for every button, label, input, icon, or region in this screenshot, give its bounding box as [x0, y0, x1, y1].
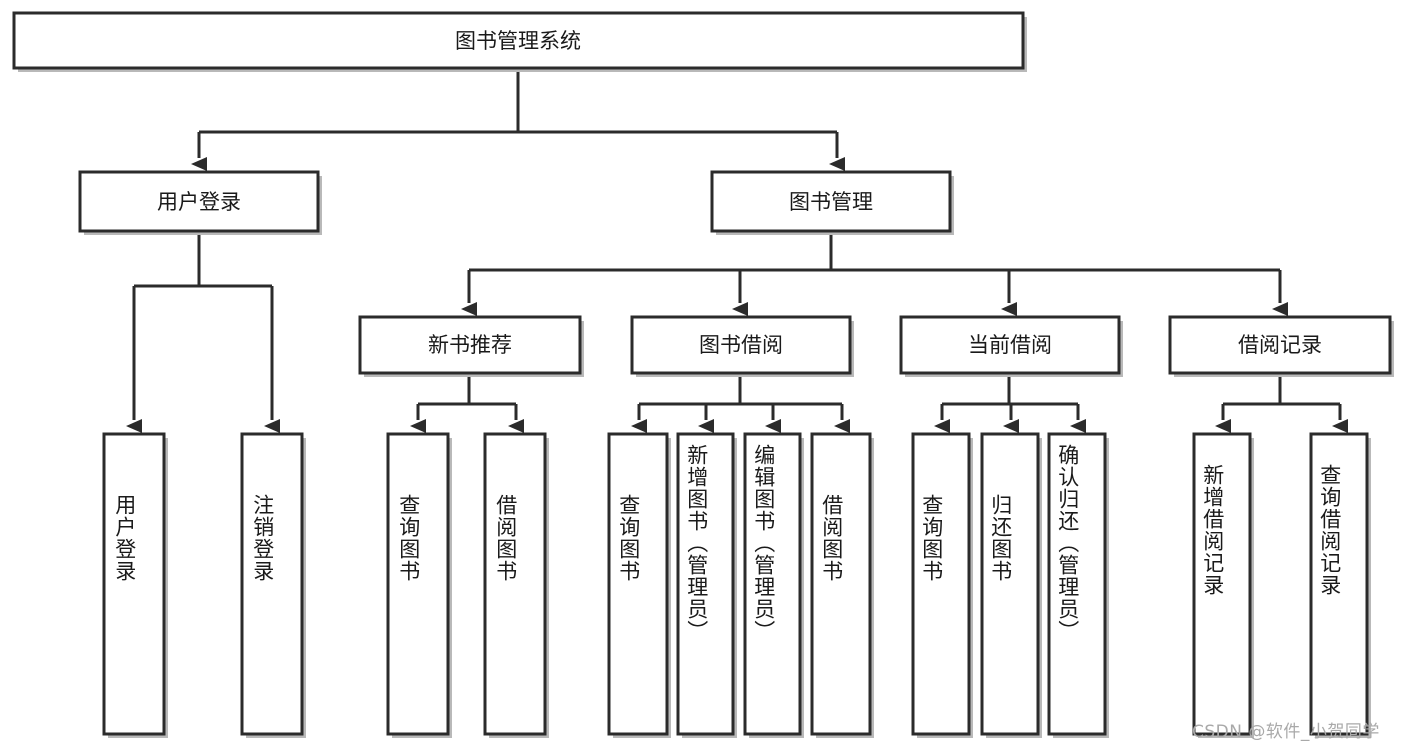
node-leaf-current-query-book[interactable] — [911, 432, 973, 738]
node-current-borrow-label: 当前借阅 — [968, 333, 1052, 357]
connector-group-new-book-recommend — [410, 373, 524, 433]
node-leaf-record-query[interactable] — [1309, 432, 1371, 738]
connector-group-current-borrow — [934, 373, 1086, 433]
node-leaf-record-add[interactable] — [1192, 432, 1254, 738]
node-book-borrow-label: 图书借阅 — [699, 333, 783, 357]
node-leaf-current-confirm-return[interactable] — [1047, 432, 1109, 738]
connector-group-book-manage — [461, 231, 1288, 316]
node-leaf-borrow-query-book[interactable] — [607, 432, 671, 738]
node-leaf-user-login[interactable] — [102, 432, 168, 738]
connector-group-book-borrow — [631, 373, 850, 433]
node-leaf-recommend-query-book[interactable] — [386, 432, 452, 738]
node-leaf-recommend-borrow-book[interactable] — [483, 432, 549, 738]
node-root-label: 图书管理系统 — [455, 29, 581, 53]
node-user-login[interactable]: 用户登录 — [78, 170, 322, 235]
connector-group-user-login — [126, 231, 280, 433]
node-borrow-record[interactable]: 借阅记录 — [1168, 315, 1394, 377]
node-user-login-label: 用户登录 — [157, 190, 241, 214]
node-new-book-recommend-label: 新书推荐 — [428, 333, 512, 357]
node-leaf-borrow-edit-book[interactable] — [743, 432, 804, 738]
node-leaf-borrow-add-book[interactable] — [676, 432, 737, 738]
node-leaf-current-return-book[interactable] — [980, 432, 1042, 738]
node-leaf-borrow-borrow-book[interactable] — [810, 432, 874, 738]
connector-group-root — [191, 68, 845, 171]
node-new-book-recommend[interactable]: 新书推荐 — [358, 315, 584, 377]
node-book-borrow[interactable]: 图书借阅 — [630, 315, 854, 377]
node-leaf-user-logout[interactable] — [240, 432, 306, 738]
node-root[interactable]: 图书管理系统 — [12, 11, 1027, 72]
node-current-borrow[interactable]: 当前借阅 — [899, 315, 1123, 377]
node-borrow-record-label: 借阅记录 — [1238, 333, 1322, 357]
node-book-manage-label: 图书管理 — [789, 190, 873, 214]
connector-group-borrow-record — [1215, 373, 1348, 433]
csdn-watermark: CSDN @软件_小贺同学 — [1192, 722, 1380, 742]
node-book-manage[interactable]: 图书管理 — [710, 170, 954, 235]
